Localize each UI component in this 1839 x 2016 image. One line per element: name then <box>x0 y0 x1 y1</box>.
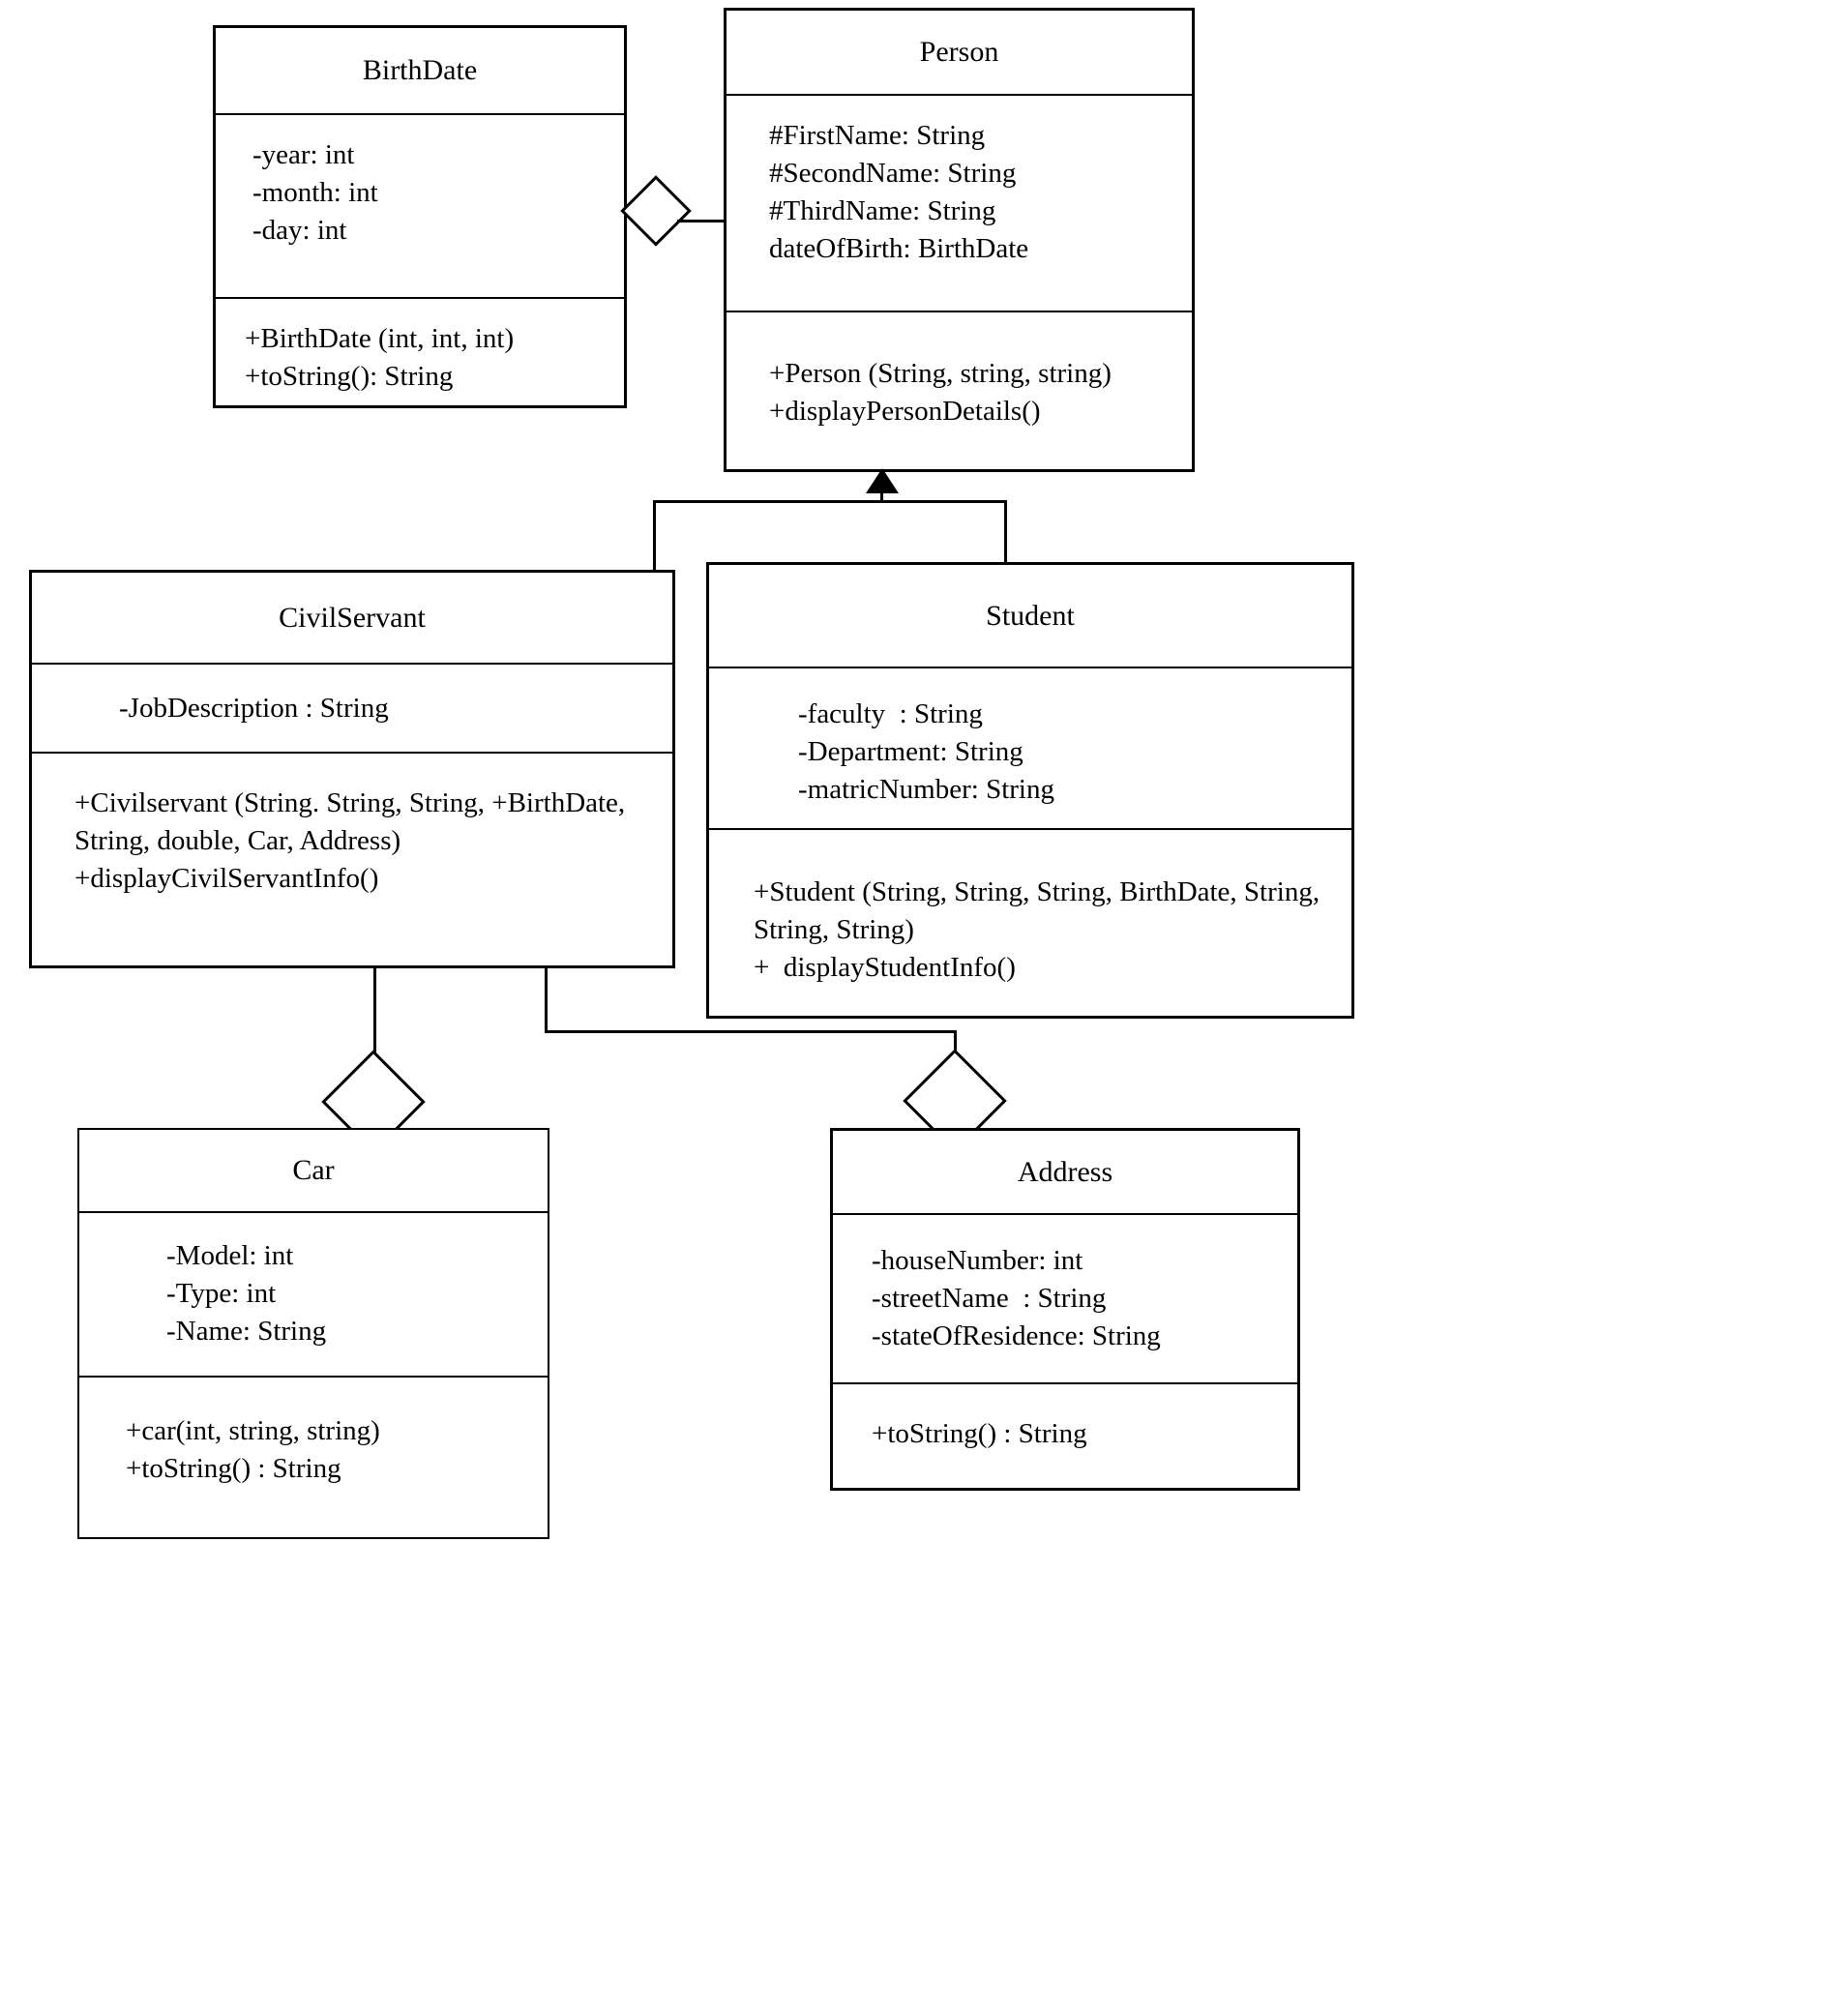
attribute-row: -Type: int <box>166 1277 277 1309</box>
method-row: + displayStudentInfo() <box>754 951 1016 983</box>
attribute-row: -day: int <box>252 215 347 247</box>
method-row: +toString(): String <box>245 361 454 393</box>
method-row: +Person (String, string, string) <box>769 358 1112 389</box>
class-attributes-address: -houseNumber: int -streetName : String -… <box>833 1213 1297 1382</box>
method-row: +toString() : String <box>126 1452 341 1484</box>
class-title-address: Address <box>1017 1155 1113 1188</box>
class-title-birthdate: BirthDate <box>362 54 478 87</box>
class-attributes-person: #FirstName: String #SecondName: String #… <box>727 94 1192 311</box>
method-row: +displayPersonDetails() <box>769 395 1041 427</box>
attribute-row: #ThirdName: String <box>769 194 996 226</box>
attribute-row: -matricNumber: String <box>798 773 1054 805</box>
method-row: +displayCivilServantInfo() <box>74 862 379 894</box>
generalization-arrowhead-person <box>866 468 899 493</box>
generalization-branch-civilservant <box>653 500 656 570</box>
attribute-row: -stateOfResidence: String <box>872 1319 1161 1351</box>
class-title-person: Person <box>919 36 999 68</box>
class-box-address[interactable]: Address -houseNumber: int -streetName : … <box>830 1128 1300 1491</box>
class-box-car[interactable]: Car -Model: int -Type: int -Name: String… <box>77 1128 549 1539</box>
class-title-car: Car <box>292 1154 335 1186</box>
class-attributes-car: -Model: int -Type: int -Name: String <box>79 1211 548 1376</box>
method-row: +car(int, string, string) <box>126 1415 380 1446</box>
class-title-student: Student <box>986 599 1075 632</box>
aggregation-bar-student-address <box>545 1030 957 1033</box>
method-row: +Student (String, String, String, BirthD… <box>754 876 1327 945</box>
class-methods-car: +car(int, string, string) +toString() : … <box>79 1376 548 1537</box>
class-title-civilservant: CivilServant <box>279 601 426 634</box>
attribute-row: -streetName : String <box>872 1282 1107 1314</box>
attribute-row: -faculty : String <box>798 698 983 729</box>
generalization-branch-student <box>1004 500 1007 563</box>
method-row: +toString() : String <box>872 1418 1087 1449</box>
attribute-row: -year: int <box>252 139 355 171</box>
class-box-birthdate[interactable]: BirthDate -year: int -month: int -day: i… <box>213 25 627 408</box>
class-methods-birthdate: +BirthDate (int, int, int) +toString(): … <box>216 297 624 405</box>
attribute-row: -Department: String <box>798 735 1023 767</box>
attribute-row: #SecondName: String <box>769 157 1017 189</box>
class-box-civilservant[interactable]: CivilServant -JobDescription : String +C… <box>29 570 675 968</box>
aggregation-line-civilservant-car <box>373 968 376 1065</box>
attribute-row: #FirstName: String <box>769 120 986 151</box>
aggregation-stem-student-address <box>545 968 548 1033</box>
aggregation-diamond-person-birthdate <box>620 175 692 247</box>
generalization-bar <box>653 500 1007 503</box>
class-attributes-birthdate: -year: int -month: int -day: int <box>216 113 624 297</box>
attribute-row: dateOfBirth: BirthDate <box>769 232 1029 264</box>
class-methods-address: +toString() : String <box>833 1382 1297 1488</box>
attribute-row: -houseNumber: int <box>872 1245 1083 1276</box>
class-methods-civilservant: +Civilservant (String. String, String, +… <box>32 752 672 965</box>
method-row: +BirthDate (int, int, int) <box>245 323 515 355</box>
attribute-row: -Model: int <box>166 1240 294 1271</box>
class-attributes-civilservant: -JobDescription : String <box>32 663 672 752</box>
generalization-stem-person <box>880 491 883 503</box>
class-box-person[interactable]: Person #FirstName: String #SecondName: S… <box>724 8 1195 472</box>
class-methods-person: +Person (String, string, string) +displa… <box>727 311 1192 469</box>
class-methods-student: +Student (String, String, String, BirthD… <box>709 828 1351 1016</box>
attribute-row: -JobDescription : String <box>119 693 389 724</box>
attribute-row: -Name: String <box>166 1315 327 1347</box>
class-box-student[interactable]: Student -faculty : String -Department: S… <box>706 562 1354 1019</box>
class-attributes-student: -faculty : String -Department: String -m… <box>709 667 1351 828</box>
attribute-row: -month: int <box>252 177 378 209</box>
method-row: +Civilservant (String. String, String, +… <box>74 787 633 856</box>
aggregation-line-person-birthdate <box>677 220 726 222</box>
